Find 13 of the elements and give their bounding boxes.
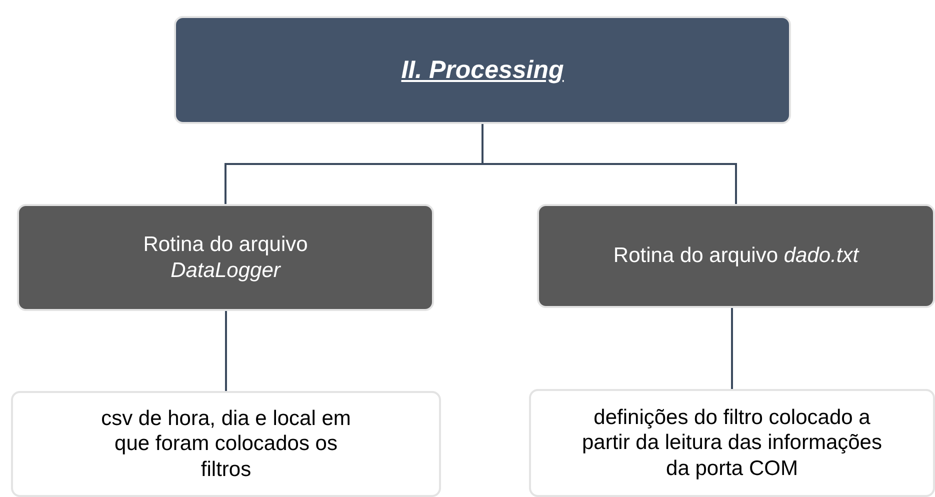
description-box bbox=[529, 389, 935, 497]
connector-line bbox=[482, 124, 737, 204]
box-text: Rotina do arquivo dado.txt bbox=[613, 243, 859, 269]
box-text: definições do filtro colocado a partir da leitura das informações da porta COM bbox=[581, 405, 883, 481]
connector-line bbox=[225, 311, 227, 391]
routine-box bbox=[17, 204, 434, 311]
connector-line bbox=[731, 308, 733, 389]
routine-box bbox=[537, 204, 935, 308]
box-text: csv de hora, dia e local em que foram colocados os filtros bbox=[100, 406, 352, 482]
title-text: II. Processing bbox=[401, 55, 564, 85]
title-box bbox=[174, 16, 791, 124]
description-box bbox=[11, 391, 441, 497]
box-text: Rotina do arquivo DataLogger bbox=[142, 232, 309, 283]
